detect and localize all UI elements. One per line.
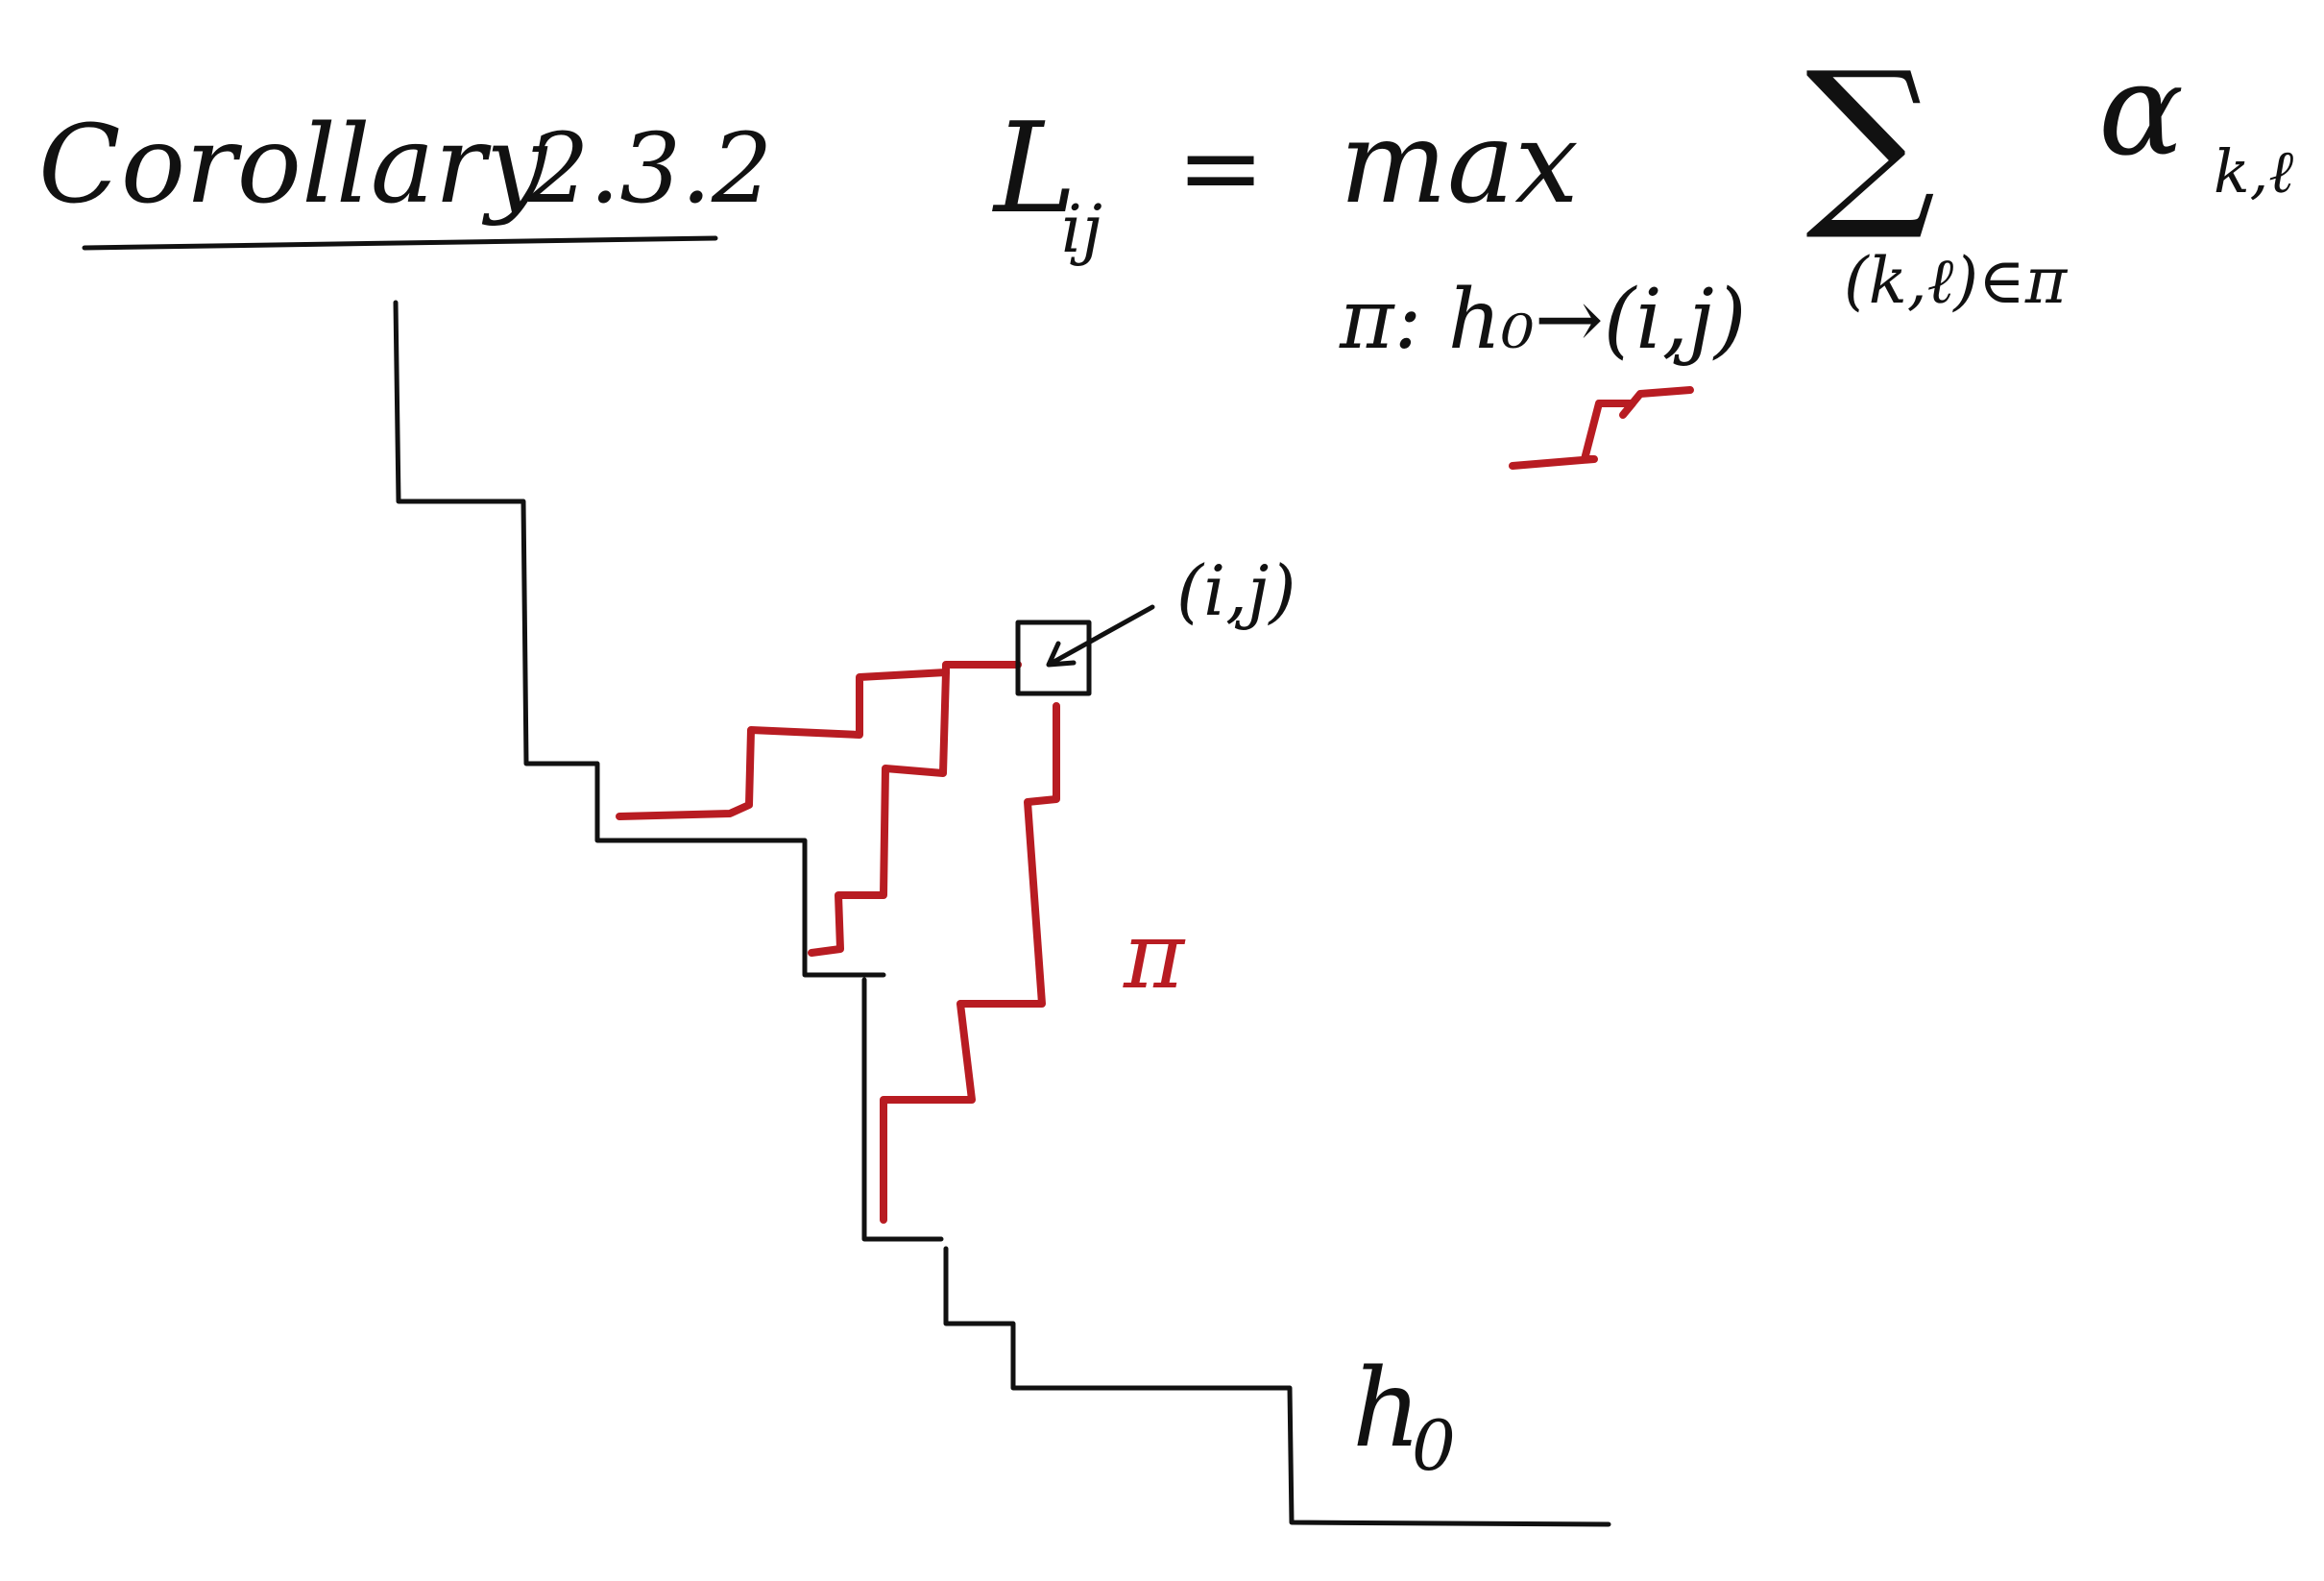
- cell-box: [1015, 620, 1092, 696]
- cell-label: (i,j): [1176, 550, 1295, 631]
- heading: Corollary 2.3.2: [38, 103, 772, 251]
- formula: L ij = max π: h₀→(i,j) ∑ (k,ℓ)∈π α k,ℓ: [992, 33, 2293, 470]
- boundary-label: h: [1352, 1347, 1421, 1472]
- path-label: π: [1123, 902, 1186, 1009]
- formula-operator: max: [1340, 96, 1579, 229]
- formula-max-condition: π: h₀→(i,j): [1339, 272, 1746, 368]
- formula-summand-subscript: k,ℓ: [2214, 136, 2293, 207]
- path-upper: [616, 661, 1022, 820]
- path-middle: [808, 669, 950, 957]
- boundary-h0: h 0: [393, 300, 1611, 1527]
- formula-summand-symbol: α: [2098, 36, 2184, 184]
- boundary-subscript: 0: [1412, 1405, 1456, 1486]
- heading-word: Corollary: [38, 103, 548, 228]
- cell-arrow: [1046, 604, 1155, 668]
- formula-sum-condition: (k,ℓ)∈π: [1844, 244, 2069, 318]
- boundary-staircase: [393, 300, 1611, 1527]
- formula-lhs-subscript: ij: [1061, 192, 1102, 268]
- formula-equals: =: [1176, 106, 1265, 229]
- heading-underline: [82, 235, 718, 251]
- path-legend-swatch: [1509, 386, 1694, 470]
- heading-number: 2.3.2: [527, 112, 772, 225]
- formula-lhs-symbol: L: [992, 95, 1077, 241]
- path-lower: [880, 702, 1060, 1224]
- formula-sum-symbol: ∑: [1805, 33, 1936, 245]
- paths-pi: π: [616, 661, 1186, 1224]
- cell-ij: (i,j): [1015, 550, 1295, 696]
